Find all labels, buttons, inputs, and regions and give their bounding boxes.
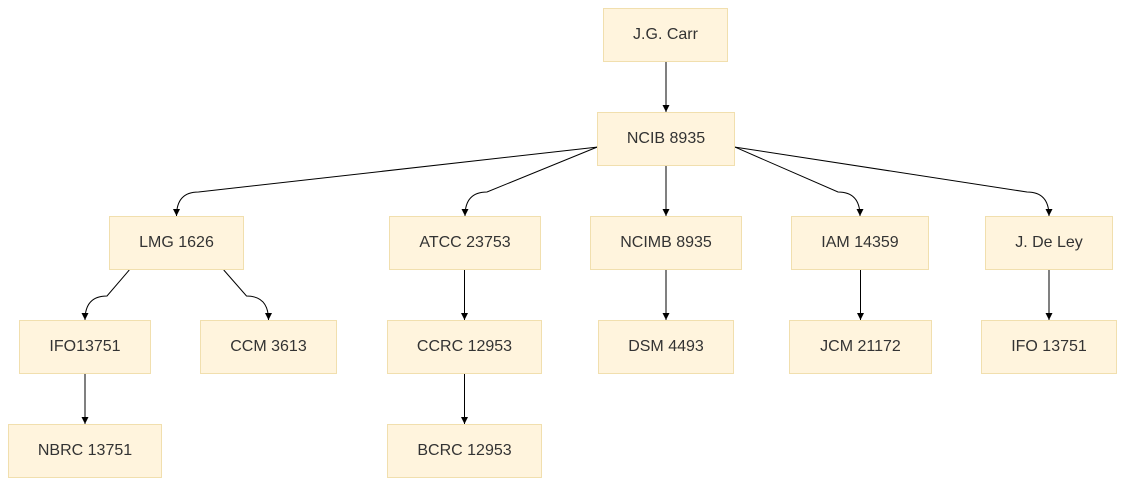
edge-ncib-deley [734,146,1053,217]
node-ifo-13751: IFO 13751 [981,320,1117,374]
node-ifo13751: IFO13751 [19,320,151,374]
edge-ncib-lmg [173,146,598,217]
node-nbrc-13751: NBRC 13751 [8,424,162,478]
node-iam-14359: IAM 14359 [791,216,929,270]
node-lmg-1626: LMG 1626 [109,216,244,270]
node-ncimb-8935: NCIMB 8935 [590,216,742,270]
node-ccm-3613: CCM 3613 [200,320,337,374]
edge-ncib-iam [734,146,864,217]
node-j-de-ley: J. De Ley [985,216,1113,270]
node-jg-carr: J.G. Carr [603,8,728,62]
node-jcm-21172: JCM 21172 [789,320,932,374]
edge-lmg-ccm [223,269,272,321]
node-bcrc-12953: BCRC 12953 [387,424,542,478]
node-ccrc-12953: CCRC 12953 [387,320,542,374]
node-dsm-4493: DSM 4493 [598,320,734,374]
node-ncib-8935: NCIB 8935 [597,112,735,166]
node-atcc-23753: ATCC 23753 [389,216,541,270]
edge-ncib-atcc [461,146,598,217]
edge-lmg-ifo13751a [81,269,130,321]
